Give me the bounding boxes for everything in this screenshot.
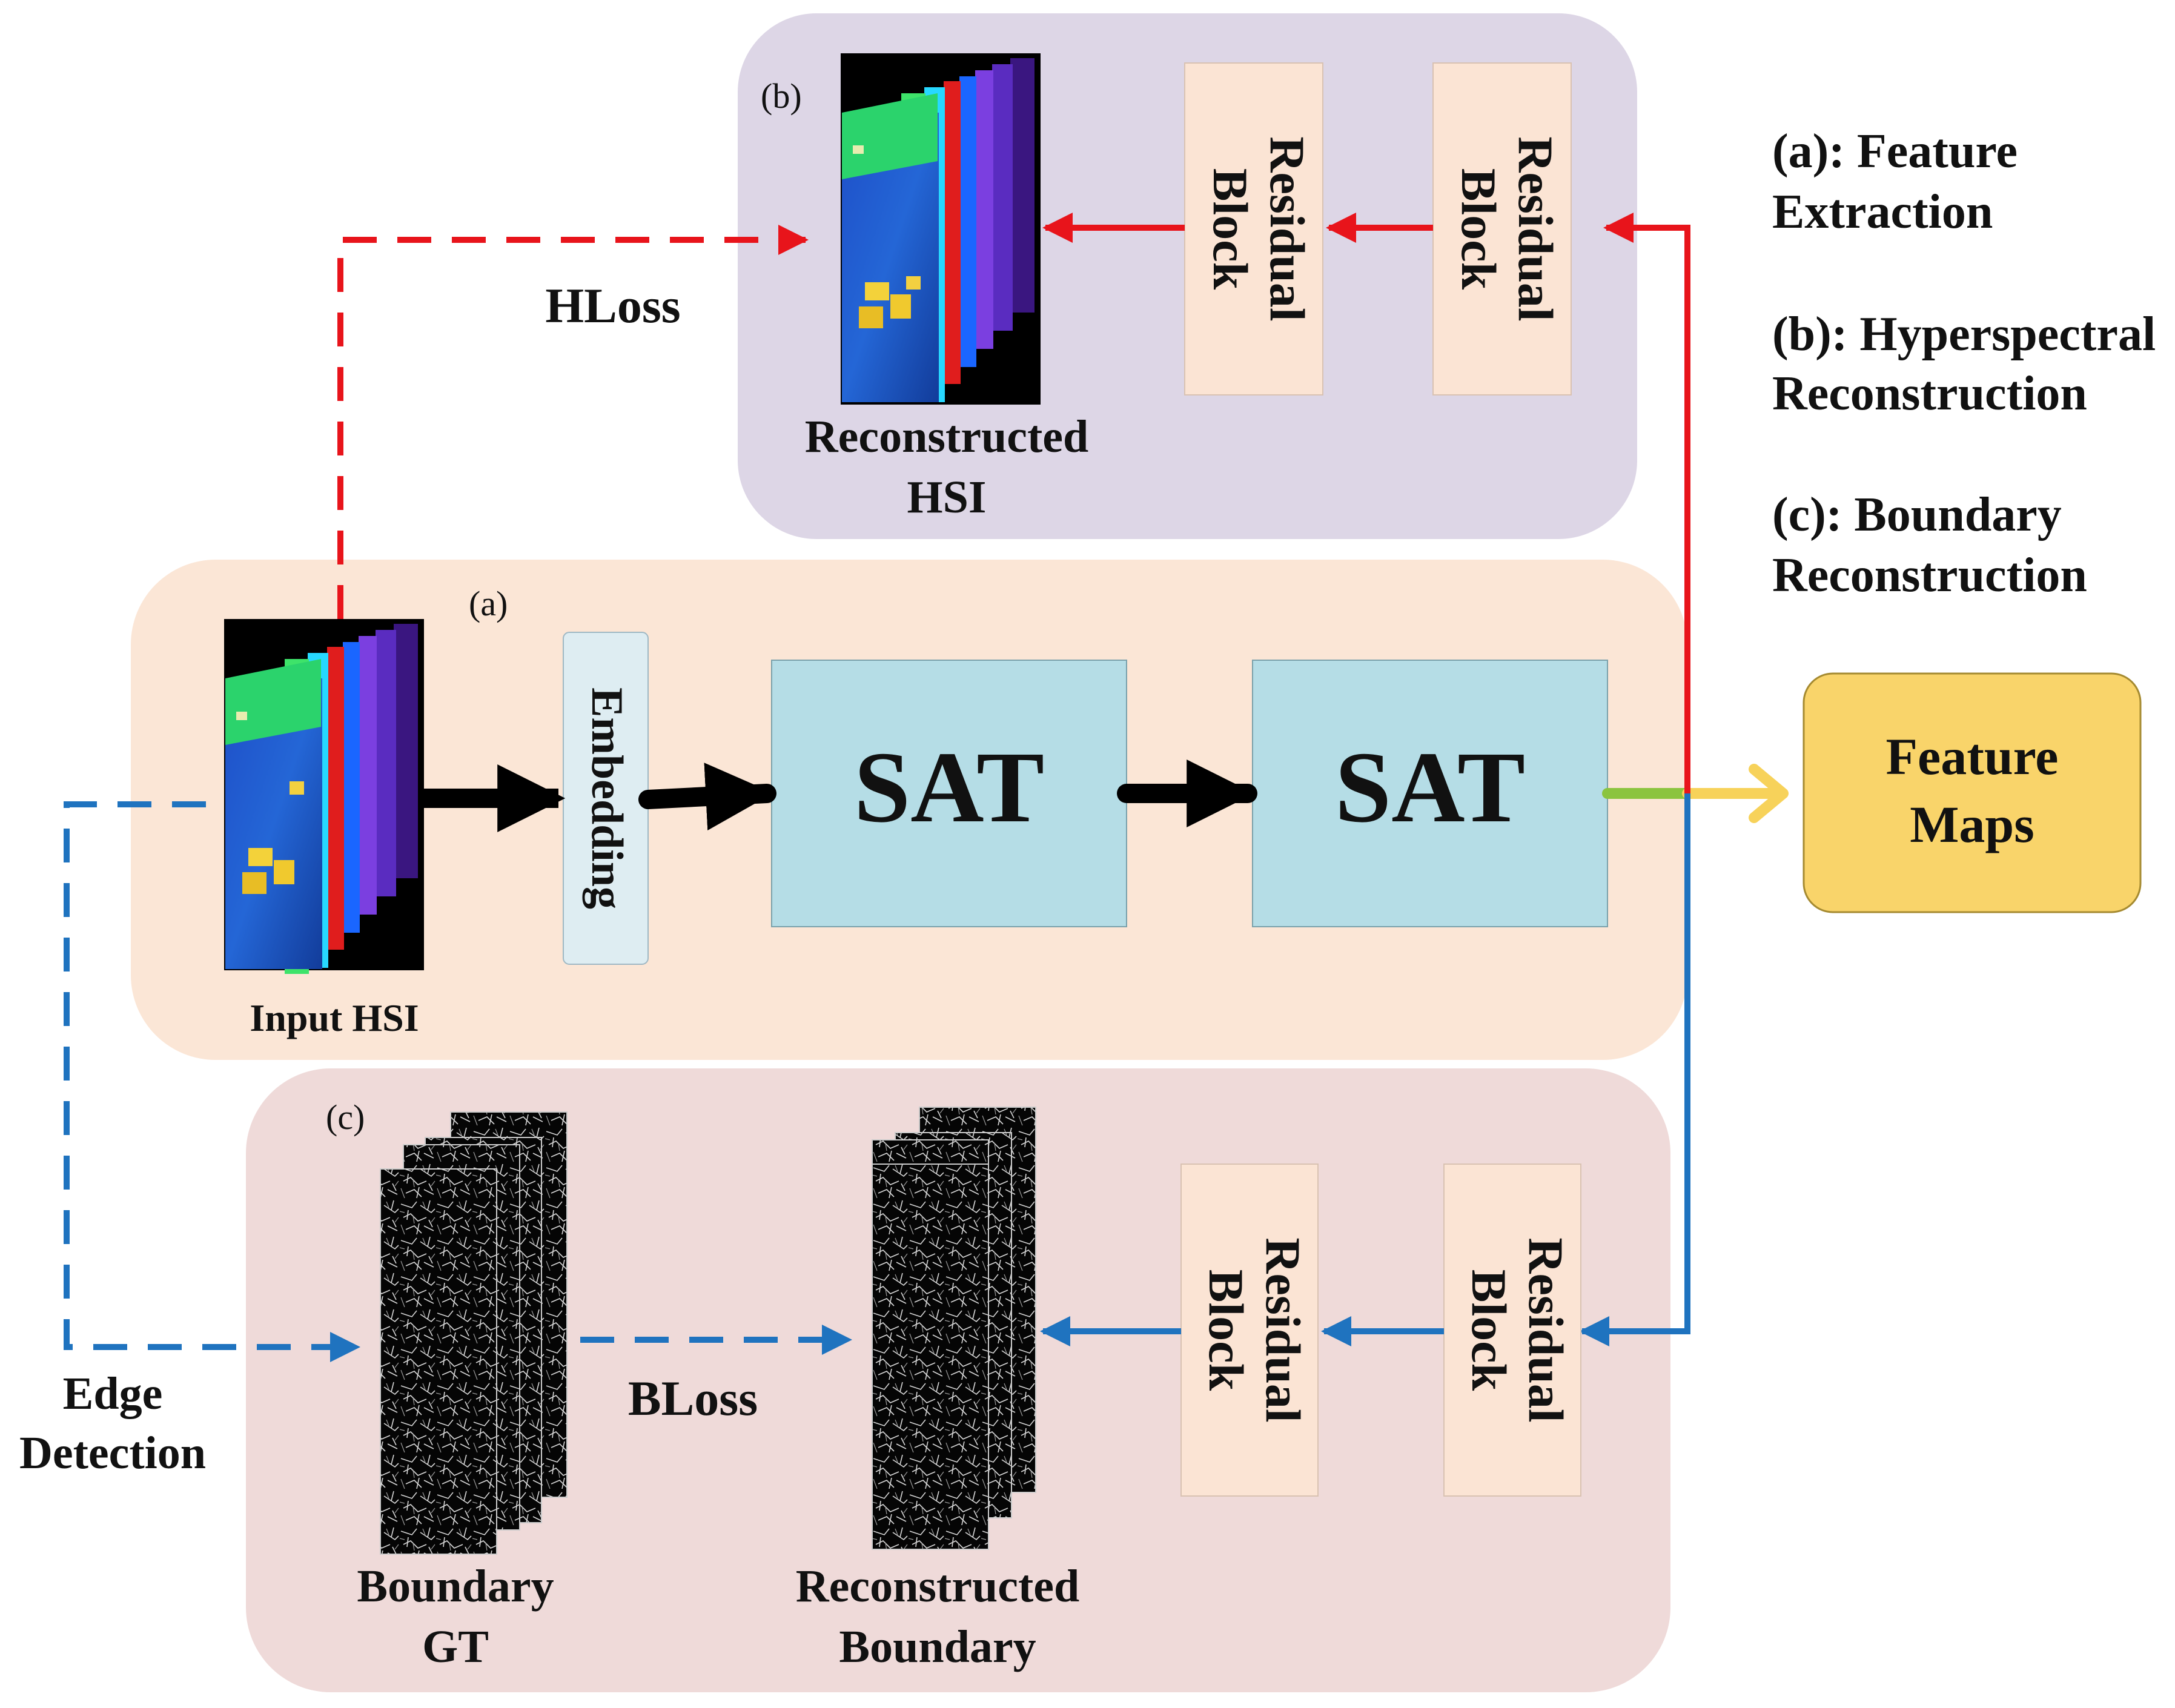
svg-text:Block: Block [1203,168,1258,290]
sat-label-2: SAT [1335,731,1525,844]
residual-block-c2 [1180,1163,1319,1497]
boundary-gt-stack [380,1111,568,1555]
reconstructed-hsi-caption-line1: Reconstructed [805,411,1089,462]
svg-text:Residual: Residual [1508,136,1563,321]
svg-text:Residual: Residual [1256,1237,1311,1422]
legend-c-line2: Reconstruction [1772,549,2087,602]
residual-block-c2-label: Residual Block [1199,1237,1311,1422]
input-hsi-caption: Input HSI [250,996,419,1039]
embedding-label: Embedding [582,687,632,909]
legend-c-line1: (c): Boundary [1772,488,2062,541]
sat-block-2 [1252,660,1608,927]
panel-c-label: (c) [326,1097,365,1137]
arrow-embedding-to-sat [638,763,776,831]
panel-b-label: (b) [761,76,802,116]
residual-block-b2-label: Residual Block [1203,136,1315,321]
legend: (a): Feature Extraction (b): Hyperspectr… [1772,125,2156,602]
svg-text:Residual: Residual [1260,136,1315,321]
red-branch-line [1603,213,1690,793]
boundary-gt-caption-line1: Boundary [357,1561,554,1612]
legend-b-line2: Reconstruction [1772,367,2087,420]
residual-block-b1-label: Residual Block [1451,136,1563,321]
reconstructed-boundary-caption-line2: Boundary [839,1621,1036,1672]
sat-label-1: SAT [854,731,1044,844]
svg-text:Block: Block [1199,1269,1254,1391]
residual-block-c1-label: Residual Block [1462,1237,1574,1422]
hloss-dashed-path [337,225,809,619]
edge-detection-label-line1: Edge [63,1368,163,1419]
input-hsi-cube [224,619,424,974]
svg-text:Block: Block [1451,168,1506,290]
hloss-label: HLoss [545,278,680,333]
feature-maps-label-line2: Maps [1910,795,2034,853]
residual-block-c1 [1443,1163,1581,1497]
blue-branch-line [1579,793,1690,1346]
svg-text:Residual: Residual [1518,1237,1574,1422]
feature-maps-label-line1: Feature [1886,727,2059,786]
arrow-to-feature-maps-head [1749,764,1789,823]
edge-detection-label-line2: Detection [19,1428,206,1478]
reconstructed-boundary-caption-line1: Reconstructed [796,1561,1080,1612]
legend-a-line2: Extraction [1772,185,1993,239]
panel-a-label: (a) [469,584,508,623]
legend-b-line1: (b): Hyperspectral [1772,308,2156,361]
reconstructed-boundary-stack [872,1107,1036,1550]
residual-block-b2 [1184,62,1323,396]
legend-a-line1: (a): Feature [1772,125,2018,178]
edge-detection-dashed-path [64,801,360,1362]
svg-text:Block: Block [1462,1269,1517,1391]
sat-block-1 [771,660,1127,927]
feature-maps-block [1803,672,2142,913]
boundary-gt-caption-line2: GT [422,1621,489,1672]
reconstructed-hsi-caption-line2: HSI [907,472,987,523]
reconstructed-hsi-cube [841,53,1041,405]
bloss-label: BLoss [628,1371,758,1426]
